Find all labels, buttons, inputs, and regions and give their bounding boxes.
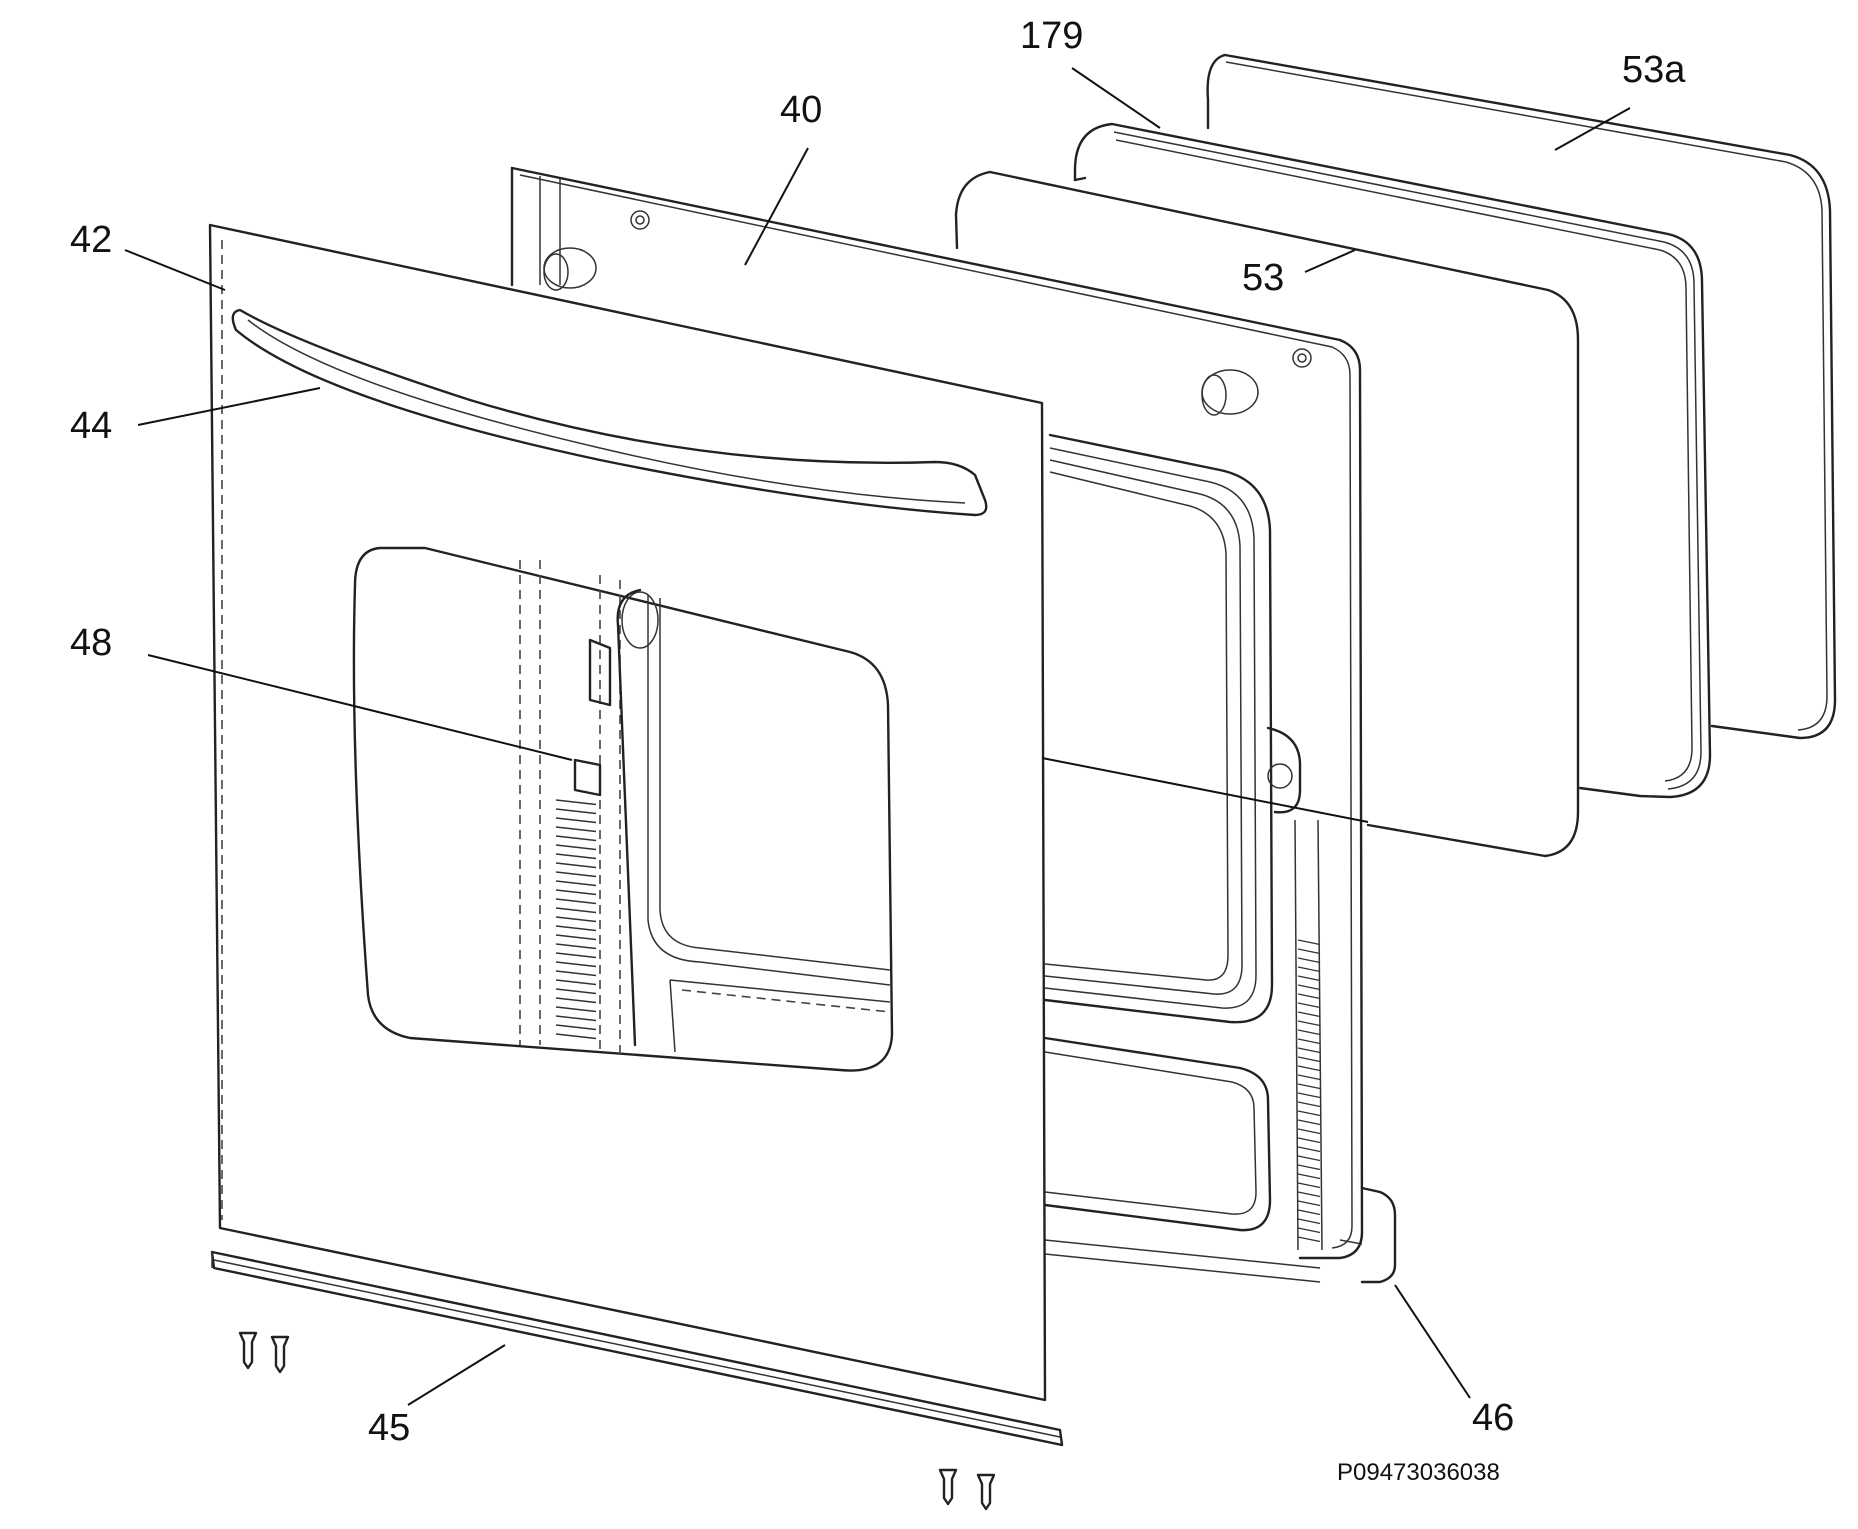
leader-53 bbox=[1304, 249, 1356, 273]
window-coil bbox=[555, 799, 597, 1040]
callout-48: 48 bbox=[70, 622, 112, 664]
leader-lines bbox=[124, 67, 1631, 1406]
callout-179: 179 bbox=[1020, 15, 1083, 57]
callout-44: 44 bbox=[70, 405, 112, 447]
callout-45: 45 bbox=[368, 1407, 410, 1449]
callout-labels: 179 53a 40 42 53 44 48 45 46 P0947303603… bbox=[70, 15, 1686, 1486]
leader-40 bbox=[744, 147, 809, 266]
leader-46 bbox=[1394, 1284, 1471, 1399]
callout-53a: 53a bbox=[1622, 49, 1686, 91]
callout-46: 46 bbox=[1472, 1397, 1514, 1439]
leader-42-through bbox=[1041, 757, 1369, 823]
leader-48 bbox=[147, 654, 573, 761]
leader-53a bbox=[1554, 107, 1631, 151]
callout-53: 53 bbox=[1242, 257, 1284, 299]
screws-left bbox=[238, 1331, 290, 1374]
leader-44 bbox=[137, 387, 321, 426]
outer-door-glass-42 bbox=[208, 223, 1047, 1402]
inner-door-panel-40 bbox=[510, 166, 1397, 1284]
middle-glass-panel-53 bbox=[954, 170, 1580, 858]
leader-45 bbox=[407, 1344, 506, 1406]
drawing-code: P09473036038 bbox=[1337, 1459, 1500, 1486]
inner-door-coil bbox=[1297, 939, 1321, 1243]
callout-42: 42 bbox=[70, 219, 112, 261]
leader-179 bbox=[1071, 67, 1161, 129]
rear-glass-panel-53a bbox=[1206, 53, 1837, 740]
leader-42 bbox=[124, 249, 226, 291]
callout-40: 40 bbox=[780, 89, 822, 131]
bottom-trim-strip-45 bbox=[210, 1250, 1064, 1447]
screws-right bbox=[938, 1468, 996, 1511]
gasket-frame-179 bbox=[1073, 122, 1712, 799]
